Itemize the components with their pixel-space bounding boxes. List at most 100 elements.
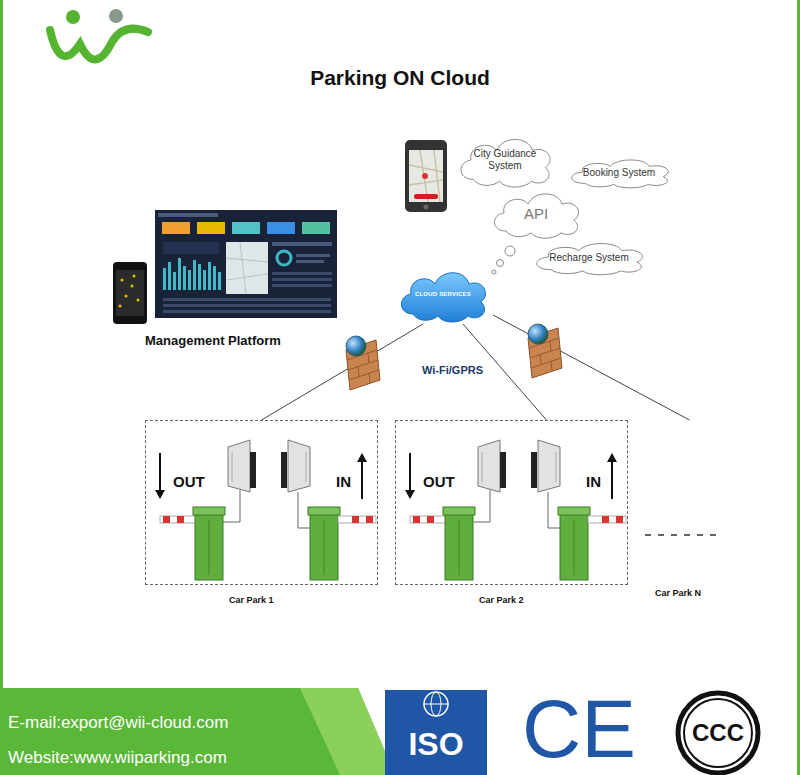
dashboard-monitor-part-part	[193, 260, 196, 290]
bubble-text: City Guidance System	[472, 148, 538, 172]
network-label: Wi-Fi/GPRS	[420, 364, 485, 376]
connector-line	[262, 324, 424, 420]
cloud-text: CLOUD SERVICES	[415, 291, 471, 297]
company-logo-part	[109, 9, 123, 23]
company-logo-part	[50, 29, 148, 60]
dashboard-monitor-part	[277, 251, 291, 265]
management-phone-part	[113, 262, 147, 324]
thought-trail-part	[492, 270, 496, 274]
dashboard-monitor-part-part	[168, 262, 171, 290]
iso-logo-part	[424, 704, 448, 705]
diagram-title: Parking ON Cloud	[0, 66, 800, 90]
management-phone	[113, 262, 147, 324]
dashboard-monitor-part	[272, 272, 332, 275]
dashboard-monitor-part	[163, 258, 221, 290]
page-border	[0, 0, 3, 688]
bubble-text: API	[524, 205, 548, 222]
car-park-equipment	[405, 440, 626, 580]
management-phone-part	[133, 275, 136, 278]
bubble-outline	[461, 139, 550, 187]
dashboard-monitor-part-part	[173, 272, 176, 290]
dashboard-monitor-part-part	[183, 266, 186, 290]
dashboard-monitor-part	[226, 242, 268, 294]
iso-mark: ISO	[385, 726, 487, 762]
dashboard-monitor-part-part	[218, 272, 221, 290]
car-park-label: Car Park 1	[229, 595, 274, 605]
car-park-box: OUTINCar Park 1	[145, 420, 378, 585]
dashboard-monitor-part	[302, 222, 330, 234]
bubble-text: Booking System	[583, 167, 655, 178]
management-phone-part	[121, 279, 124, 282]
car-park-equipment	[155, 440, 376, 580]
company-logo	[50, 9, 148, 60]
ce-mark: CE	[522, 688, 636, 770]
management-phone-part	[131, 285, 134, 288]
thought-bubble: API	[486, 186, 586, 240]
management-phone-part	[125, 295, 128, 298]
smartphone-part	[405, 140, 447, 212]
connector	[493, 315, 690, 420]
ccc-mark: CCC	[676, 719, 760, 747]
smartphone-part	[424, 205, 429, 210]
dashboard-monitor-part	[226, 242, 268, 294]
labelled-area: Car Park N	[640, 420, 730, 605]
smartphone-part	[414, 194, 438, 199]
iso-logo-part	[424, 692, 448, 716]
connector	[262, 324, 424, 420]
dashboard-monitor-part	[163, 310, 331, 313]
dashboard-monitor-part-part	[198, 264, 201, 290]
car-park-label: Car Park N	[655, 588, 701, 598]
dashboard-monitor-part	[296, 254, 330, 257]
company-logo-part	[66, 10, 80, 24]
dashboard-monitor	[155, 210, 337, 318]
firewall-symbol	[346, 336, 380, 390]
direction-label: IN	[586, 473, 601, 490]
ellipsis-dashes	[645, 534, 722, 536]
dashboard-monitor-part	[267, 222, 295, 234]
direction-label: OUT	[423, 473, 455, 490]
dashboard-monitor-part	[296, 260, 324, 263]
dashboard-monitor-part	[155, 210, 337, 318]
smartphone-part	[409, 150, 443, 202]
dashboard-monitor-part	[272, 284, 332, 287]
smartphone-part	[409, 150, 443, 202]
cloud-service: CLOUD SERVICES	[393, 264, 493, 324]
dashboard-monitor-part	[163, 304, 331, 307]
direction-label: OUT	[173, 473, 205, 490]
thought-trail	[492, 246, 515, 274]
thought-trail-part	[497, 260, 504, 267]
labelled-area: Management Platform	[110, 205, 342, 355]
cloud-outline	[401, 273, 485, 322]
platform-label: Management Platform	[145, 333, 281, 348]
dashboard-monitor-part	[272, 242, 332, 246]
car-park-label: Car Park 2	[479, 595, 524, 605]
bubble-outline	[494, 194, 578, 238]
dashboard-monitor-part	[162, 222, 190, 234]
connector-line	[493, 315, 690, 420]
management-phone-part	[116, 270, 144, 316]
firewall-symbol	[528, 324, 562, 378]
contact-banner	[0, 688, 395, 775]
smartphone	[405, 140, 447, 212]
contact-email: E-mail:export@wii-cloud.com	[8, 713, 228, 733]
dashboard-monitor-part	[163, 298, 331, 301]
contact-website: Website:www.wiiparking.com	[8, 748, 227, 768]
contact-banner-accent	[300, 688, 395, 775]
dashboard-monitor-part	[163, 242, 219, 254]
bubble-outline	[571, 160, 668, 188]
dashboard-monitor-part	[158, 213, 218, 217]
dashboard-monitor-part-part	[178, 258, 181, 290]
dashboard-monitor-part	[232, 222, 260, 234]
dashboard-monitor-part-part	[188, 270, 191, 290]
iso-logo	[385, 690, 487, 775]
bubble-text: Recharge System	[549, 252, 628, 263]
iso-logo-part	[385, 690, 487, 775]
management-phone-part	[119, 305, 122, 308]
car-park-box: OUTINCar Park 2	[395, 420, 628, 585]
dashboard-monitor-part-part	[213, 266, 216, 290]
thought-bubble: Booking System	[562, 155, 677, 189]
dashboard-monitor-part-part	[203, 270, 206, 290]
